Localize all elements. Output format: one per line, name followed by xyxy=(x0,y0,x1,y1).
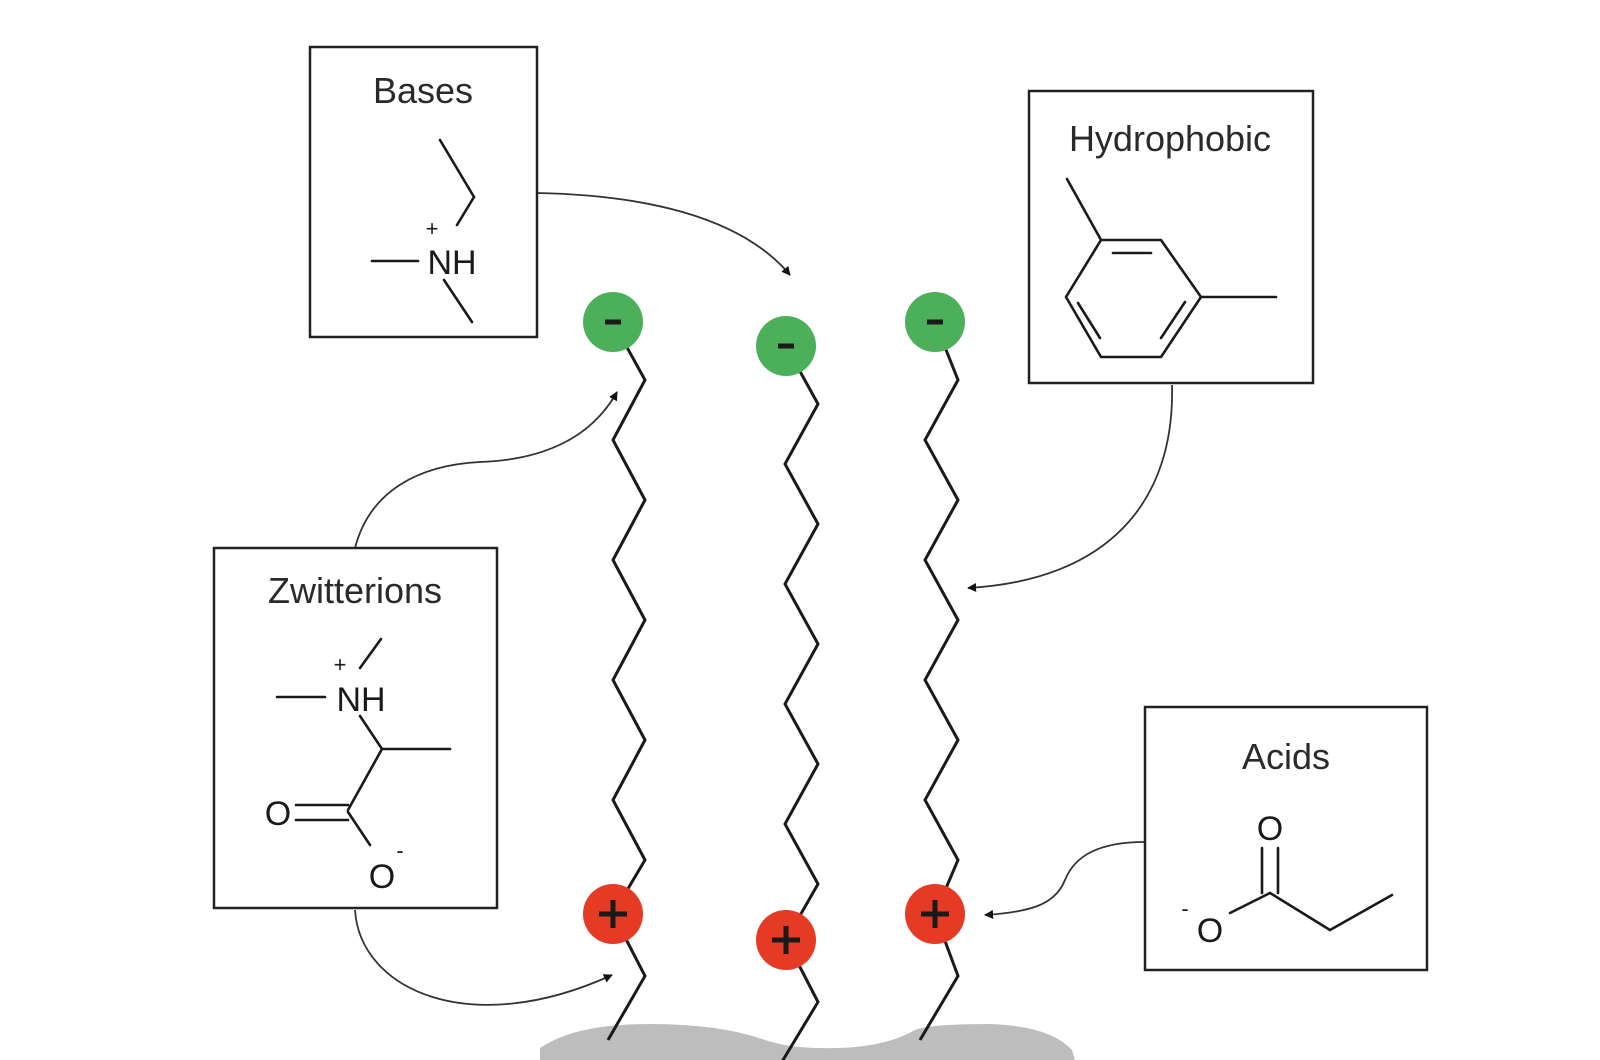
zwitterions-title: Zwitterions xyxy=(268,570,442,611)
plus-icon xyxy=(599,900,627,928)
zwitterion-oxygen-single: O xyxy=(369,858,395,896)
zwitterion-atom-nh: NH xyxy=(336,681,385,719)
arrow-acids-to-right-tail xyxy=(984,841,1146,919)
arrow-hydrophobic-to-right-chain xyxy=(967,384,1173,593)
zwitterion-nh-charge: + xyxy=(334,652,347,677)
bases-box: Bases NH + xyxy=(308,45,539,339)
propanoate-structure: O O - xyxy=(1181,810,1394,950)
zwitterions-box: Zwitterions NH + O O - xyxy=(212,546,499,910)
bases-title: Bases xyxy=(373,70,473,111)
acids-title: Acids xyxy=(1242,736,1330,777)
arrow-zwitterions-to-left-tail xyxy=(354,909,613,1006)
chain-left xyxy=(583,292,647,1041)
support-surface xyxy=(540,1024,1075,1060)
zwitterion-structure: NH + O O - xyxy=(265,637,452,896)
hydrophobic-title: Hydrophobic xyxy=(1069,118,1271,159)
plus-icon xyxy=(772,926,800,954)
tertiary-ammonium-structure: NH + xyxy=(370,138,477,324)
zwitterion-oxygen-charge: - xyxy=(396,838,403,863)
arrow-zwitterions-to-left-head xyxy=(354,391,618,549)
bases-charge: + xyxy=(426,216,439,241)
acids-oxygen-single: O xyxy=(1197,912,1223,950)
chains xyxy=(583,292,965,1060)
chain-middle xyxy=(756,316,820,1060)
bases-atom-nh: NH xyxy=(427,244,476,282)
plus-icon xyxy=(921,900,949,928)
acids-oxygen-double: O xyxy=(1257,810,1283,848)
arrow-bases-to-middle-head xyxy=(536,192,791,276)
acids-oxygen-charge: - xyxy=(1181,896,1188,921)
zwitterion-oxygen-double: O xyxy=(265,795,291,833)
acids-box: Acids O O - xyxy=(1143,705,1429,972)
m-xylene-structure xyxy=(1064,177,1278,359)
hydrophobic-box: Hydrophobic xyxy=(1027,89,1315,385)
chain-right xyxy=(905,292,965,1041)
